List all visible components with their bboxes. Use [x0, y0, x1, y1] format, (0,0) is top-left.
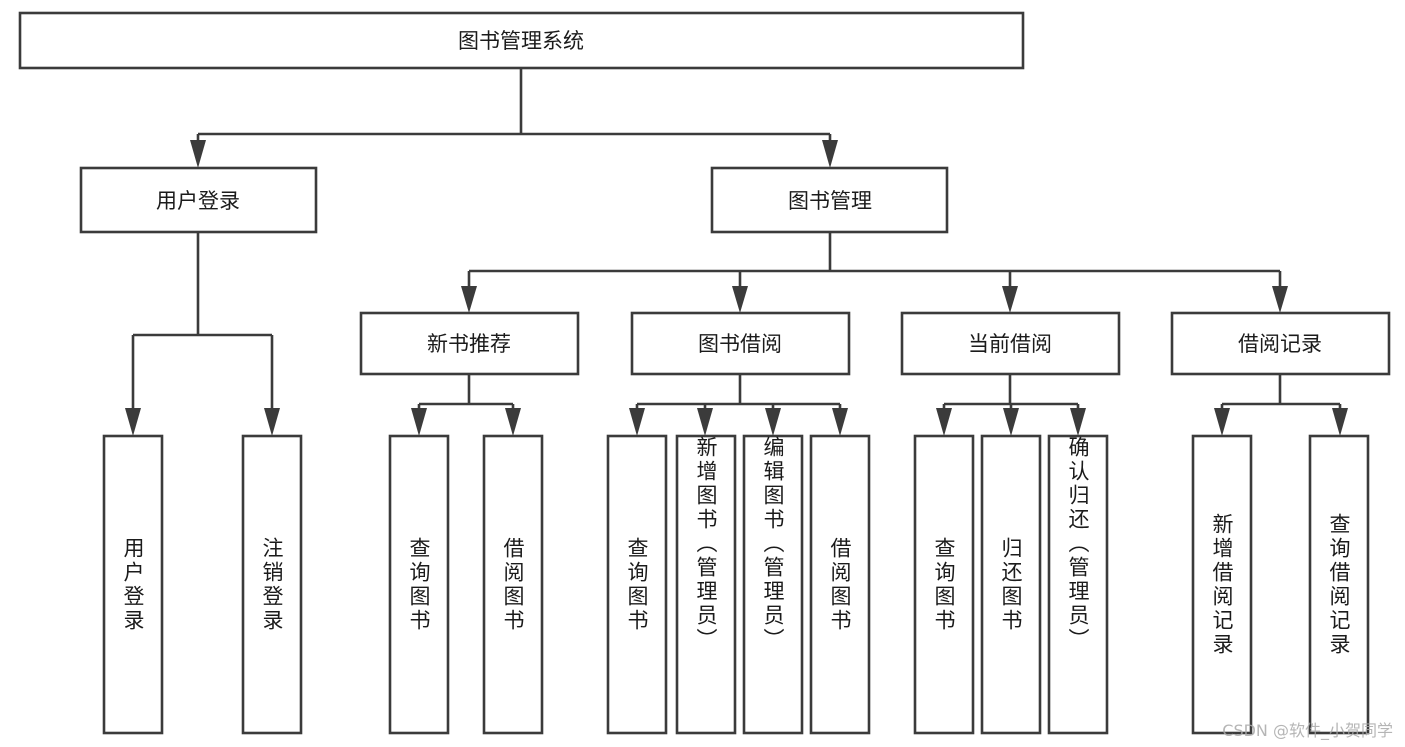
leaf-box-book-borrow-1[interactable]: [675, 434, 737, 735]
node-borrow-record-box[interactable]: [1170, 311, 1391, 376]
leaf-box-new-book-0[interactable]: [388, 434, 450, 735]
node-user-login[interactable]: 用户登录: [79, 166, 318, 234]
arrow-head-book-borrow: [732, 286, 748, 313]
node-new-book-recommend-label: 新书推荐: [427, 332, 511, 356]
leaf-box-borrow-record-0[interactable]: [1191, 434, 1253, 735]
node-book-borrow-label: 图书借阅: [698, 332, 782, 356]
arrow-head-leaf-book-borrow-2: [765, 408, 781, 436]
arrow-head-leaf-borrow-record-0: [1214, 408, 1230, 436]
node-new-book-recommend[interactable]: 新书推荐: [359, 311, 580, 376]
leaf-box-group: [102, 434, 1370, 735]
leaf-box-user-login-1[interactable]: [241, 434, 303, 735]
connector-group: [125, 68, 1348, 436]
leaf-box-current-borrow-0[interactable]: [913, 434, 975, 735]
arrow-head-user-login: [190, 140, 206, 168]
arrow-head-leaf-book-borrow-1: [697, 408, 713, 436]
arrow-head-leaf-user-login-1: [264, 408, 280, 436]
node-book-management-label: 图书管理: [788, 189, 872, 213]
node-root-box[interactable]: [18, 11, 1025, 70]
arrow-head-leaf-current-borrow-0: [936, 408, 952, 436]
arrow-head-leaf-book-borrow-3: [832, 408, 848, 436]
arrow-head-leaf-new-book-0: [411, 408, 427, 436]
node-book-management[interactable]: 图书管理: [710, 166, 949, 234]
leaf-box-user-login-0[interactable]: [102, 434, 164, 735]
leaf-box-current-borrow-1[interactable]: [980, 434, 1042, 735]
node-root-label: 图书管理系统: [458, 29, 584, 53]
leaf-box-book-borrow-2[interactable]: [742, 434, 804, 735]
arrow-head-leaf-book-borrow-0: [629, 408, 645, 436]
node-new-book-recommend-box[interactable]: [359, 311, 580, 376]
arrow-head-borrow-record: [1272, 286, 1288, 313]
arrow-head-leaf-new-book-1: [505, 408, 521, 436]
arrow-head-leaf-user-login-0: [125, 408, 141, 436]
node-book-borrow-box[interactable]: [630, 311, 851, 376]
node-user-login-box[interactable]: [79, 166, 318, 234]
leaf-box-borrow-record-1[interactable]: [1308, 434, 1370, 735]
leaf-box-book-borrow-0[interactable]: [606, 434, 668, 735]
node-borrow-record[interactable]: 借阅记录: [1170, 311, 1391, 376]
node-book-management-box[interactable]: [710, 166, 949, 234]
leaf-box-book-borrow-3[interactable]: [809, 434, 871, 735]
watermark-text: CSDN @软件_小贺同学: [1222, 721, 1393, 740]
node-root-book-management-system[interactable]: 图书管理系统: [18, 11, 1025, 70]
arrow-head-leaf-current-borrow-2: [1070, 408, 1086, 436]
arrow-head-book-manage: [822, 140, 838, 168]
node-current-borrow-label: 当前借阅: [968, 332, 1052, 356]
node-current-borrow-box[interactable]: [900, 311, 1121, 376]
arrow-head-new-book-recommend: [461, 286, 477, 313]
node-user-login-label: 用户登录: [156, 189, 240, 213]
node-current-borrow[interactable]: 当前借阅: [900, 311, 1121, 376]
node-borrow-record-label: 借阅记录: [1238, 332, 1322, 356]
leaf-box-new-book-1[interactable]: [482, 434, 544, 735]
arrow-head-current-borrow: [1002, 286, 1018, 313]
leaf-box-current-borrow-2[interactable]: [1047, 434, 1109, 735]
arrow-head-leaf-current-borrow-1: [1003, 408, 1019, 436]
node-book-borrow[interactable]: 图书借阅: [630, 311, 851, 376]
arrow-head-leaf-borrow-record-1: [1332, 408, 1348, 436]
